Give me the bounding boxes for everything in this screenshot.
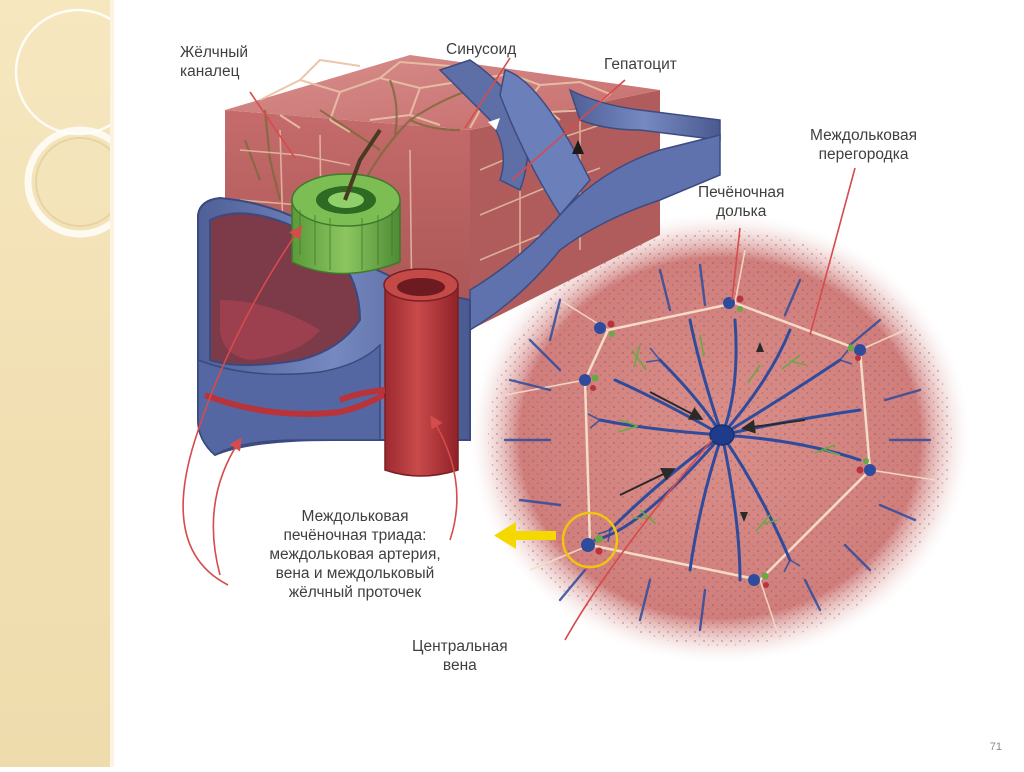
radial-sinusoids xyxy=(593,318,862,582)
decorative-sidebar xyxy=(0,0,142,767)
interlobular-septum-outline xyxy=(583,301,872,582)
portal-triad-highlighted xyxy=(581,535,603,555)
page-number: 71 xyxy=(989,741,1002,753)
lobule-cross-section xyxy=(470,213,970,663)
label-sinusoid: Синусоид xyxy=(446,41,517,58)
hepatic-tissue-block xyxy=(197,55,721,477)
label-hepatic-lobule: Печёночная долька xyxy=(698,184,785,220)
triad-highlight-circle xyxy=(561,511,619,569)
label-interlobular-septum: Междольковая перегородка xyxy=(810,127,917,163)
yellow-arrow xyxy=(494,522,556,549)
portal-triad xyxy=(594,320,615,337)
portal-triad xyxy=(847,344,866,361)
interlobular-bile-duct xyxy=(291,173,401,275)
label-central-vein: Центральная вена xyxy=(412,638,508,674)
portal-triads xyxy=(579,295,876,588)
sidebar-edge xyxy=(110,0,114,767)
central-vein xyxy=(709,424,735,446)
portal-triad xyxy=(579,374,599,391)
portal-triad xyxy=(856,458,876,476)
label-bile-canaliculus: Жёлчный каналец xyxy=(180,44,249,80)
portal-triad xyxy=(748,572,769,588)
leader-lines xyxy=(182,57,856,641)
label-portal-triad: Междольковая печёночная триада: междольк… xyxy=(269,508,441,601)
label-hepatocyte: Гепатоцит xyxy=(604,56,677,73)
